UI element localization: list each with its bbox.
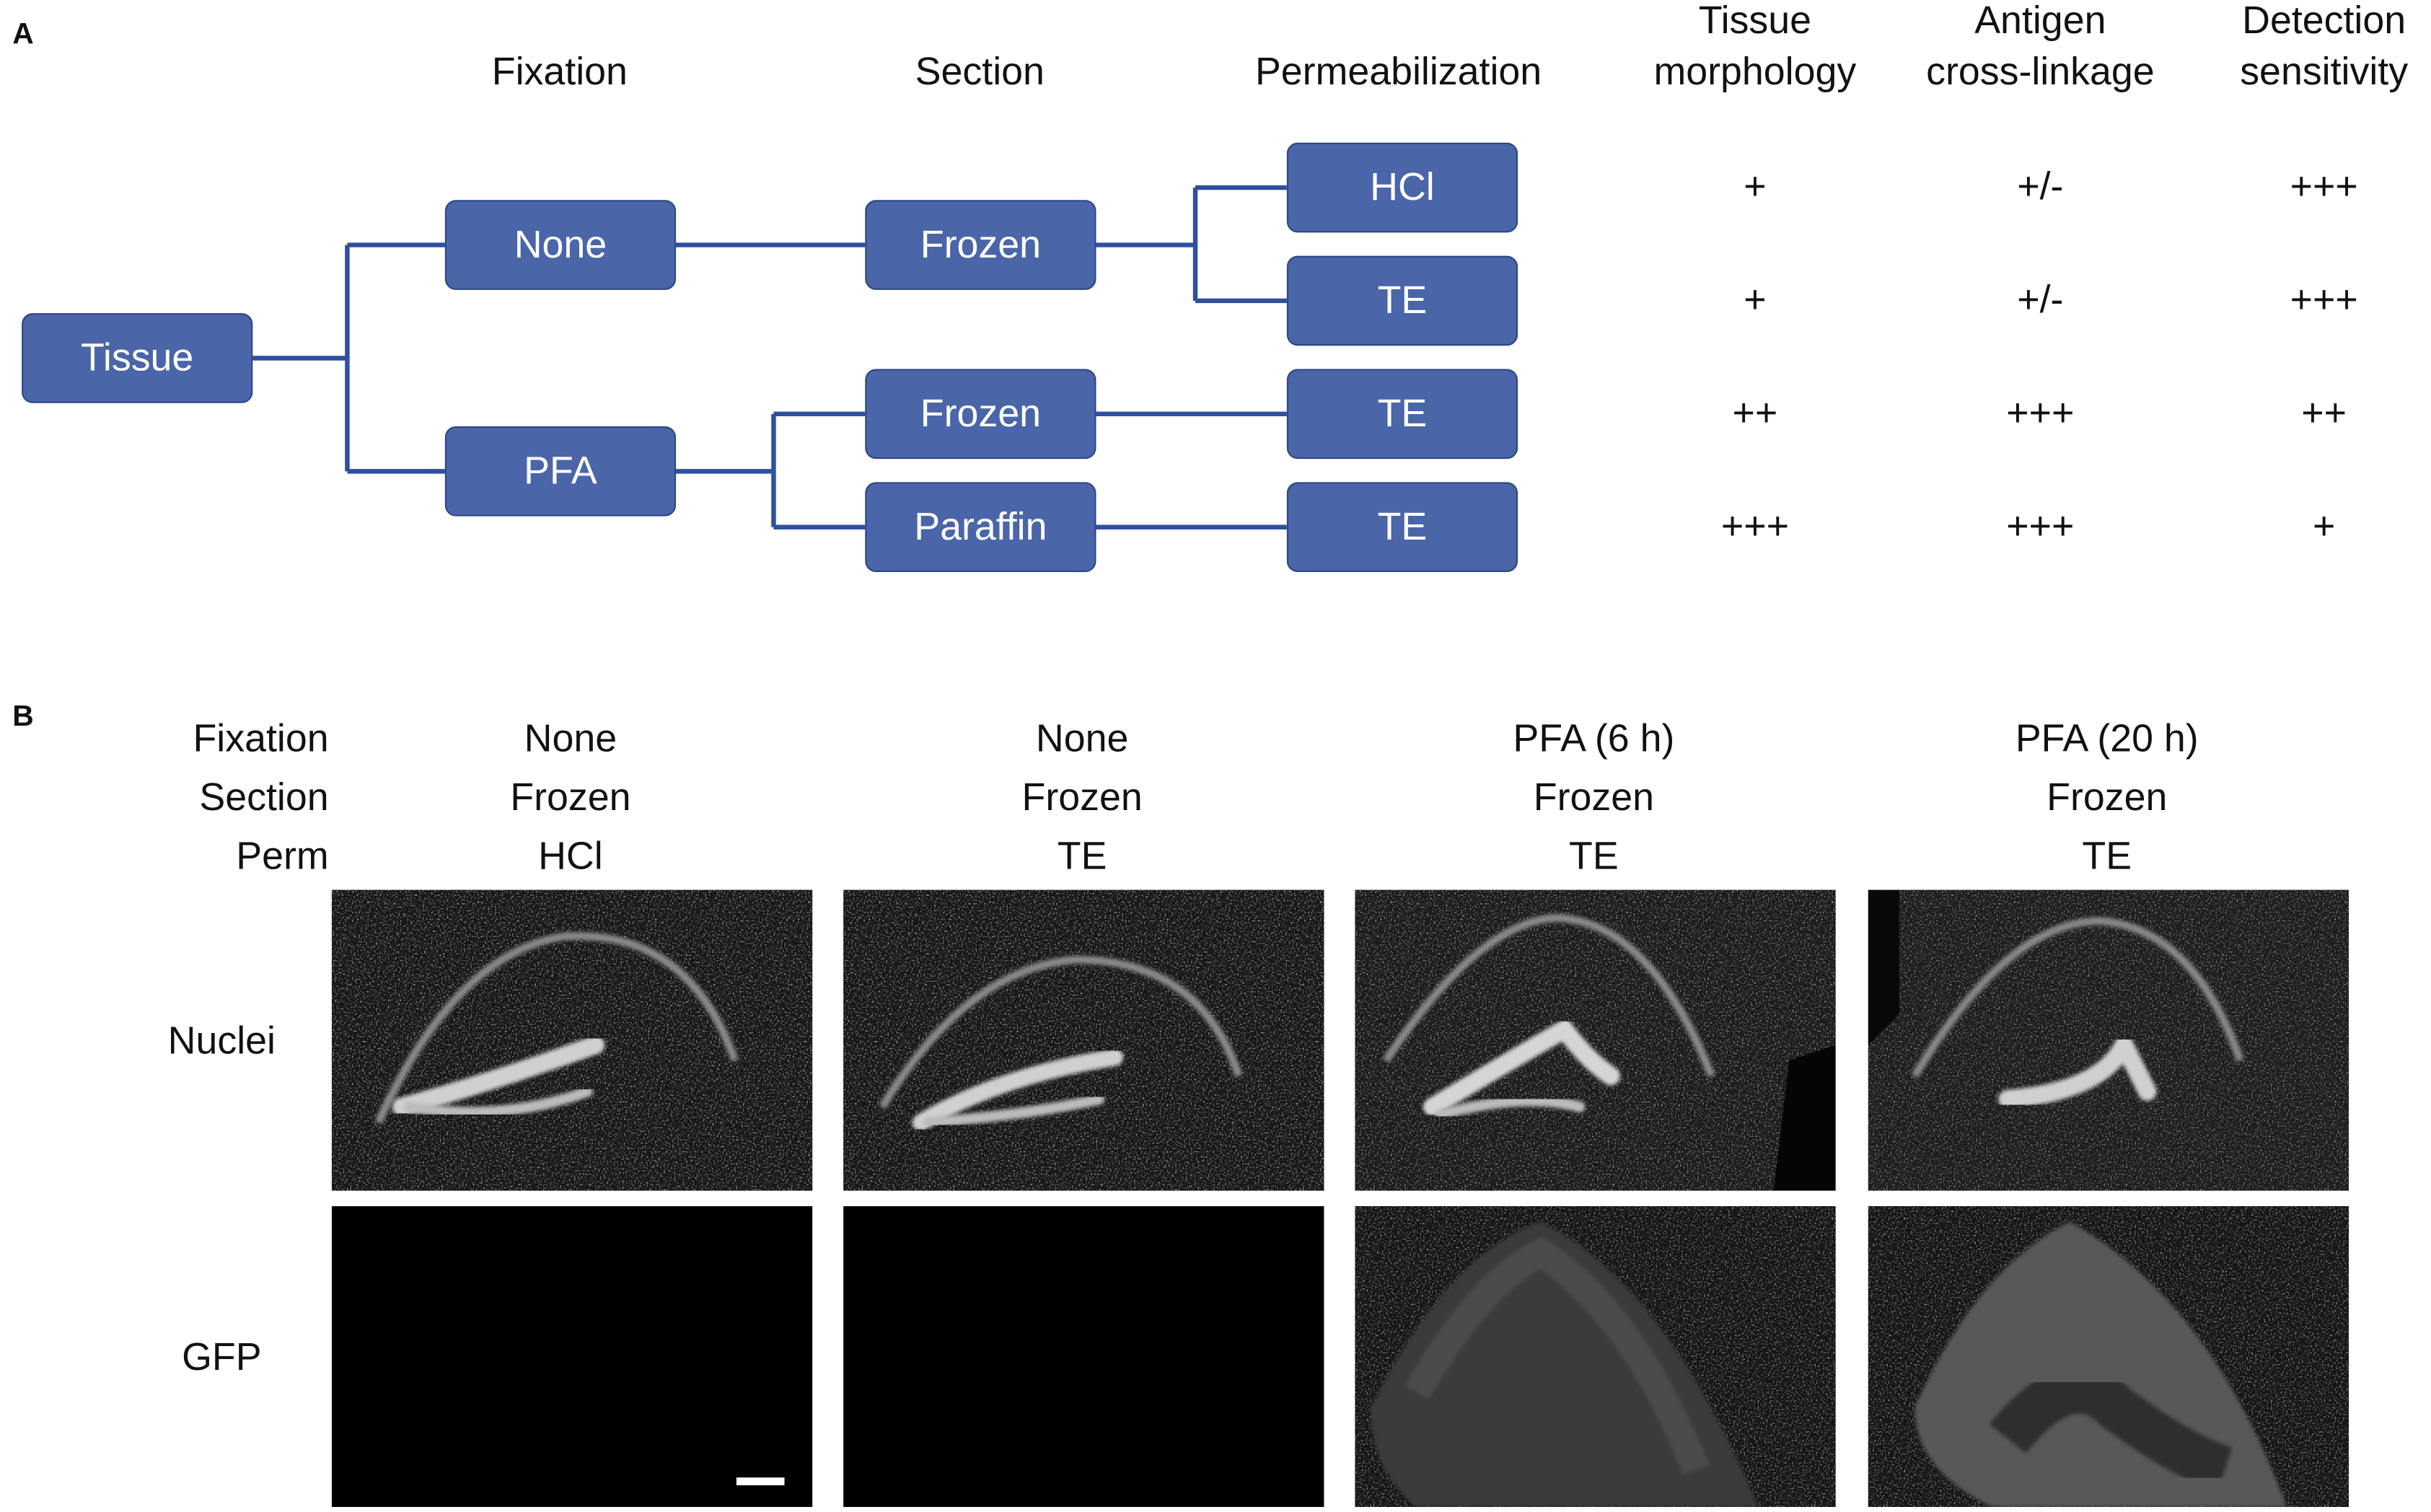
nuclei-image-col4: [1868, 889, 2349, 1191]
connector-tissue: [252, 242, 445, 474]
row-header-fixation: Fixation: [193, 717, 329, 761]
rating-morphology: ++: [1732, 391, 1778, 435]
rating-sensitivity: ++: [2301, 391, 2347, 435]
node-perm-te-2: TE: [1286, 369, 1518, 460]
header-detection-line2: sensitivity: [2240, 50, 2409, 94]
col1-perm: HCl: [538, 835, 603, 879]
node-section-frozen: Frozen: [865, 200, 1096, 290]
col4-section: Frozen: [2047, 775, 2168, 819]
rating-cross-linkage: +++: [2006, 391, 2075, 435]
header-section: Section: [915, 50, 1045, 94]
col2-perm: TE: [1057, 835, 1107, 879]
header-detection-line1: Detection: [2242, 0, 2406, 43]
connector-sections: [1096, 411, 1287, 529]
col4-perm: TE: [2082, 835, 2132, 879]
node-tissue: Tissue: [22, 313, 253, 403]
connector-frozen: [1096, 185, 1287, 304]
header-antigen-line1: Antigen: [1974, 0, 2106, 43]
scale-bar: [736, 1477, 785, 1485]
nuclei-image-col2: [843, 889, 1324, 1191]
row-header-perm: Perm: [236, 835, 329, 879]
rating-sensitivity: +++: [2290, 278, 2358, 322]
node-section-frozen-pfa: Frozen: [865, 369, 1096, 460]
header-tissue-line2: morphology: [1653, 50, 1857, 94]
row-label-nuclei: Nuclei: [167, 1019, 276, 1063]
nuclei-image-col3: [1355, 889, 1836, 1191]
col3-perm: TE: [1569, 835, 1619, 879]
rating-morphology: +++: [1720, 504, 1789, 548]
nuclei-image-col1: [331, 889, 813, 1191]
node-perm-hcl: HCl: [1286, 142, 1518, 233]
node-section-paraffin: Paraffin: [865, 482, 1096, 573]
rating-cross-linkage: +++: [2006, 504, 2075, 548]
col3-section: Frozen: [1533, 775, 1654, 819]
col2-section: Frozen: [1021, 775, 1143, 819]
header-tissue-line1: Tissue: [1698, 0, 1812, 43]
col1-section: Frozen: [510, 775, 631, 819]
node-perm-te-3: TE: [1286, 482, 1518, 573]
gfp-image-col3: [1355, 1206, 1836, 1508]
col3-fixation: PFA (6 h): [1513, 717, 1675, 761]
col2-fixation: None: [1035, 717, 1129, 761]
node-fixation-pfa: PFA: [444, 426, 677, 517]
row-label-gfp: GFP: [182, 1335, 262, 1379]
panel-b-label: B: [12, 700, 34, 734]
gfp-image-col4: [1868, 1206, 2349, 1508]
header-antigen-line2: cross-linkage: [1926, 50, 2155, 94]
col1-fixation: None: [524, 717, 617, 761]
node-perm-te-1: TE: [1286, 255, 1518, 346]
node-fixation-none: None: [444, 200, 677, 290]
gfp-image-col1: [331, 1206, 813, 1508]
row-header-section: Section: [199, 775, 329, 819]
rating-sensitivity: +: [2312, 504, 2336, 548]
tree-connectors: [252, 185, 1287, 529]
connector-pfa: [674, 411, 866, 529]
rating-cross-linkage: +/-: [2017, 164, 2064, 209]
col4-fixation: PFA (20 h): [2015, 717, 2199, 761]
header-fixation: Fixation: [491, 50, 628, 94]
rating-morphology: +: [1744, 164, 1767, 209]
rating-morphology: +: [1744, 278, 1767, 322]
header-permeabilization: Permeabilization: [1254, 50, 1542, 94]
rating-cross-linkage: +/-: [2017, 278, 2064, 322]
rating-sensitivity: +++: [2290, 164, 2358, 209]
gfp-image-col2: [843, 1206, 1324, 1508]
panel-a-label: A: [12, 18, 34, 51]
